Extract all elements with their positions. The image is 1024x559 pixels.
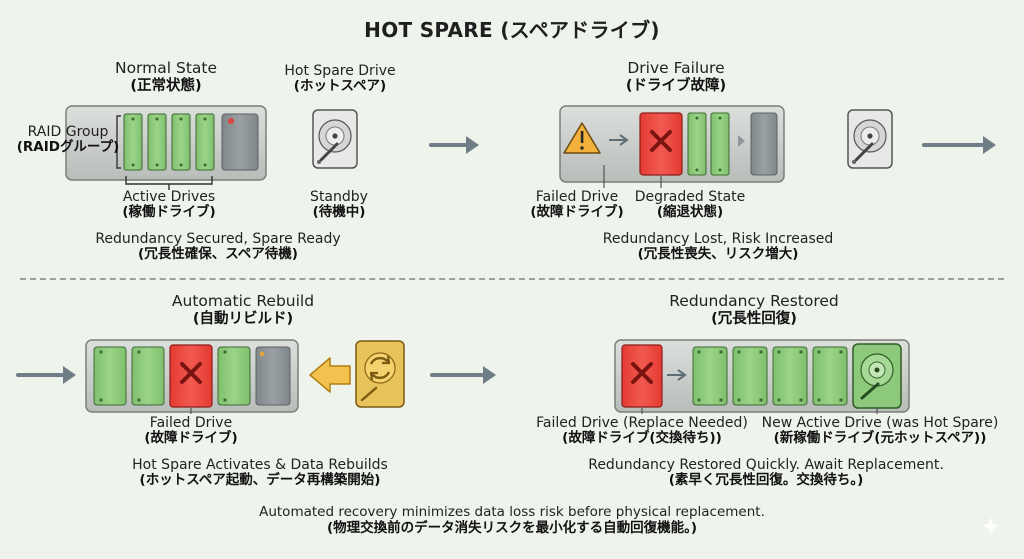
- redundancy-restored-heading-en: Redundancy Restored: [669, 292, 839, 310]
- redundancy-restored-heading: Redundancy Restored (冗長性回復): [669, 292, 839, 327]
- degraded-state-label: Degraded State (縮退状態): [635, 189, 746, 221]
- new-active-drive-label-ja: (新稼働ドライブ(元ホットスペア)): [773, 430, 987, 447]
- raid-enclosure-rebuild: [85, 339, 299, 414]
- raid-group-label: RAID Group (RAIDグループ): [17, 124, 120, 156]
- small-triangle-icon: [738, 135, 745, 147]
- drive-failure-heading-en: Drive Failure: [627, 59, 725, 77]
- active-drive-1: [123, 113, 143, 171]
- flow-arrow-4: [430, 366, 496, 384]
- failure-caption-en: Redundancy Lost, Risk Increased: [602, 231, 834, 247]
- redundancy-restored-heading-ja: (冗長性回復): [711, 310, 797, 327]
- failed-drive-label-en: Failed Drive: [535, 189, 619, 205]
- active-drives-bracket: [125, 176, 213, 190]
- raid-group-label-ja: (RAIDグループ): [16, 139, 120, 156]
- rebuild-failed-drive-label-ja: (故障ドライブ): [144, 430, 238, 447]
- restored-failed-drive-label-en: Failed Drive (Replace Needed): [536, 415, 748, 431]
- failure-caption-ja: (冗長性喪失、リスク増大): [637, 246, 799, 263]
- active-drive-4: [195, 113, 215, 171]
- failure-caption: Redundancy Lost, Risk Increased (冗長性喪失、リ…: [603, 231, 834, 263]
- normal-state-heading: Normal State (正常状態): [114, 59, 218, 94]
- failed-drive-label: Failed Drive (故障ドライブ): [530, 189, 623, 221]
- raid-enclosure-normal: [65, 105, 267, 190]
- new-active-drive-label-en: New Active Drive (was Hot Spare): [761, 415, 999, 431]
- standby-label: Standby (待機中): [310, 189, 368, 221]
- warning-icon: [563, 122, 601, 154]
- footer-summary-ja: (物理交換前のデータ消失リスクを最小化する自動回復機能。): [326, 519, 698, 536]
- flow-arrow-1: [429, 136, 479, 154]
- normal-state-heading-ja: (正常状態): [130, 77, 202, 94]
- standby-label-en: Standby: [310, 189, 368, 205]
- failed-drive-icon: [639, 112, 683, 176]
- degraded-state-label-ja: (縮退状態): [656, 204, 724, 221]
- standby-label-ja: (待機中): [312, 204, 366, 221]
- rebuild-failed-drive-label-en: Failed Drive: [149, 415, 233, 431]
- raid-enclosure-restored: [614, 339, 910, 414]
- restored-caption-ja: (素早く冗長性回復。交換待ち。): [668, 472, 864, 489]
- rebuild-failed-drive-label: Failed Drive (故障ドライブ): [144, 415, 237, 447]
- failed-drive-icon-2: [169, 344, 213, 408]
- hot-spare-heading: Hot Spare Drive (ホットスペア): [284, 63, 395, 95]
- normal-caption-en: Redundancy Secured, Spare Ready: [95, 231, 341, 247]
- rebuild-caption-en: Hot Spare Activates & Data Rebuilds: [132, 457, 388, 473]
- normal-caption-ja: (冗長性確保、スペア待機): [138, 246, 298, 263]
- restored-failed-drive-label-ja: (故障ドライブ(交換待ち)): [562, 430, 722, 447]
- rebuild-caption: Hot Spare Activates & Data Rebuilds (ホット…: [132, 457, 388, 489]
- new-active-drive-label: New Active Drive (was Hot Spare) (新稼働ドライ…: [762, 415, 999, 447]
- active-drives-label-en: Active Drives: [122, 189, 216, 205]
- normal-state-heading-en: Normal State: [114, 59, 218, 77]
- degraded-state-label-en: Degraded State: [634, 189, 746, 205]
- failed-drive-icon-3: [621, 344, 663, 408]
- drive-failure-heading: Drive Failure (ドライブ故障): [625, 59, 727, 94]
- raid-group-bracket: [116, 115, 121, 169]
- empty-bay: [221, 113, 259, 171]
- hot-spare-heading-en: Hot Spare Drive: [284, 63, 396, 79]
- hot-spare-heading-ja: (ホットスペア): [293, 78, 387, 95]
- hot-spare-activating-icon: [355, 340, 405, 408]
- flow-arrow-2: [922, 136, 996, 154]
- new-active-drive-icon: [852, 343, 902, 409]
- automatic-rebuild-heading: Automatic Rebuild (自動リビルド): [171, 292, 315, 327]
- restored-failed-drive-label: Failed Drive (Replace Needed) (故障ドライブ(交換…: [536, 415, 748, 447]
- hot-spare-hdd-icon-2: [846, 108, 894, 170]
- automatic-rebuild-heading-ja: (自動リビルド): [192, 310, 294, 327]
- active-drive-3: [171, 113, 191, 171]
- section-divider: [20, 278, 1004, 280]
- sparkle-icon: [981, 516, 1001, 536]
- small-arrow-icon: [609, 134, 629, 146]
- footer-summary: Automated recovery minimizes data loss r…: [0, 504, 1024, 536]
- raid-group-label-en: RAID Group: [27, 124, 109, 140]
- empty-bay-b: [750, 112, 778, 176]
- hot-spare-hdd-icon: [311, 108, 359, 170]
- active-drive-2: [147, 113, 167, 171]
- active-drive-a: [687, 112, 707, 176]
- drive-failure-heading-ja: (ドライブ故障): [625, 77, 727, 94]
- rebuild-caption-ja: (ホットスペア起動、データ再構築開始): [139, 472, 381, 489]
- active-drives-label-ja: (稼働ドライブ): [122, 204, 216, 221]
- flow-arrow-3: [16, 366, 76, 384]
- raid-enclosure-degraded: [559, 105, 785, 188]
- normal-caption: Redundancy Secured, Spare Ready (冗長性確保、ス…: [95, 231, 340, 263]
- footer-summary-en: Automated recovery minimizes data loss r…: [259, 504, 765, 520]
- automatic-rebuild-heading-en: Automatic Rebuild: [171, 292, 315, 310]
- active-drives-label: Active Drives (稼働ドライブ): [122, 189, 215, 221]
- failed-drive-label-ja: (故障ドライブ): [530, 204, 624, 221]
- restored-caption-en: Redundancy Restored Quickly. Await Repla…: [588, 457, 944, 473]
- rebuild-arrow-icon: [309, 357, 351, 393]
- restored-caption: Redundancy Restored Quickly. Await Repla…: [588, 457, 944, 489]
- diagram-title: HOT SPARE (スペアドライブ): [364, 18, 660, 42]
- active-drive-b: [710, 112, 730, 176]
